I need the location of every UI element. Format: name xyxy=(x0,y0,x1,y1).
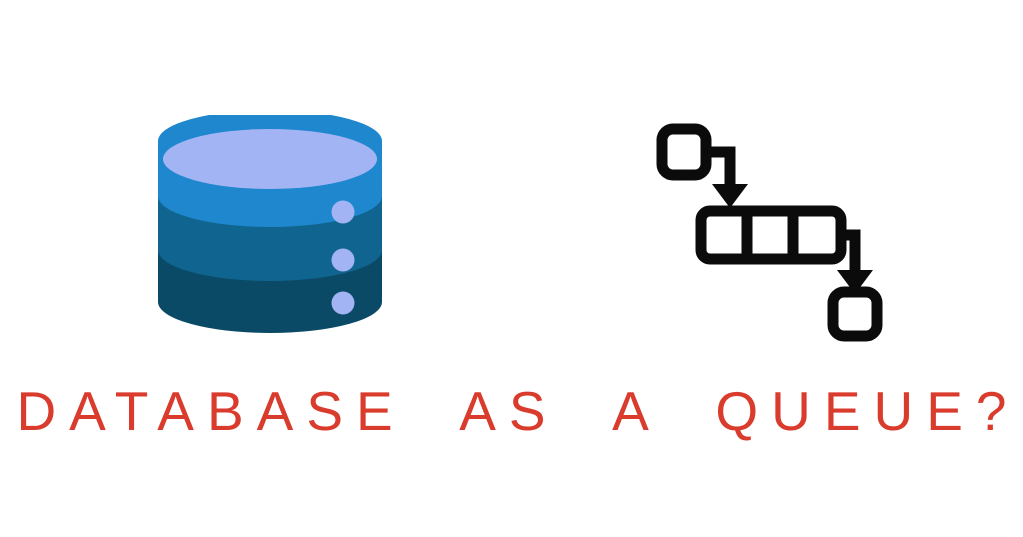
database-cylinder-icon xyxy=(150,115,390,340)
dequeue-connector xyxy=(841,229,861,270)
database-indicator-dot xyxy=(331,291,355,315)
queue-flow-icon xyxy=(645,112,885,344)
page-title: DATABASE AS A QUEUE? xyxy=(16,380,1020,442)
database-top-lid xyxy=(163,129,377,189)
enqueue-connector xyxy=(706,146,736,184)
consumer-node xyxy=(827,286,883,342)
producer-node xyxy=(656,123,712,181)
enqueue-arrow-head xyxy=(712,184,748,208)
queue-buffer xyxy=(695,205,847,265)
database-indicator-dot xyxy=(331,200,355,224)
dequeue-arrow-head xyxy=(837,270,873,294)
database-indicator-dot xyxy=(331,248,355,272)
